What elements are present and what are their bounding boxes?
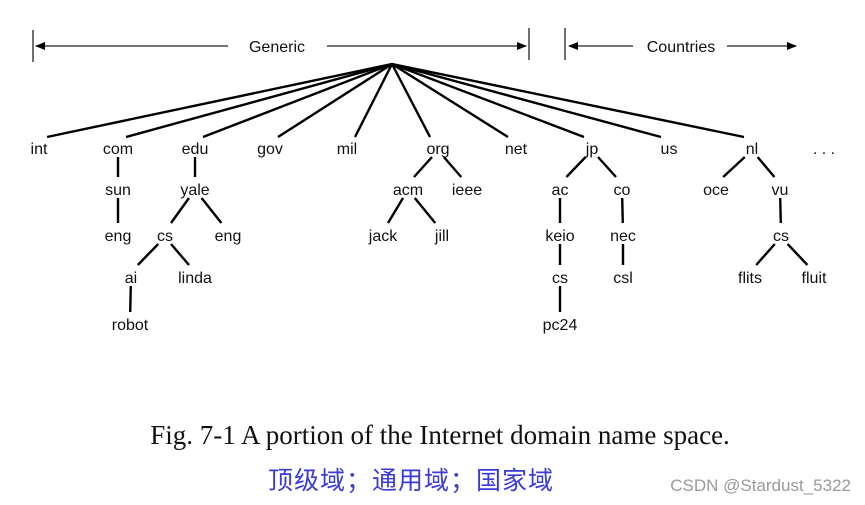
node-int: int bbox=[31, 141, 48, 158]
figure-caption: Fig. 7-1 A portion of the Internet domai… bbox=[150, 420, 730, 450]
node-linda: linda bbox=[178, 270, 212, 287]
node-jill: jill bbox=[434, 228, 449, 245]
node-pc24: pc24 bbox=[543, 317, 578, 334]
edge-co-nec bbox=[621, 197, 624, 224]
countries-label: Countries bbox=[647, 39, 715, 56]
edge-acm-jill bbox=[413, 197, 437, 224]
edge-root-jp bbox=[391, 62, 585, 139]
node-fluit: fluit bbox=[802, 270, 827, 287]
generic-range: Generic bbox=[32, 28, 530, 62]
node-acm: acm bbox=[393, 182, 423, 199]
node-nec: nec bbox=[610, 228, 636, 245]
node-more: . . . bbox=[813, 141, 835, 158]
node-yale_cs: cs bbox=[157, 228, 173, 245]
node-yale: yale bbox=[180, 182, 209, 199]
node-ai: ai bbox=[125, 270, 137, 287]
edge-ai-robot bbox=[129, 285, 132, 313]
edge-yale_cs-ai bbox=[136, 243, 160, 266]
node-jack: jack bbox=[368, 228, 398, 245]
node-sun: sun bbox=[105, 182, 131, 199]
edge-root-gov bbox=[277, 62, 393, 139]
node-vu_cs: cs bbox=[773, 228, 789, 245]
figure-caption-chinese: 顶级域；通用域；国家域 bbox=[268, 466, 555, 495]
edge-org-ieee bbox=[442, 156, 463, 178]
edge-yale-yale_eng bbox=[200, 197, 223, 224]
node-csl: csl bbox=[613, 270, 633, 287]
edge-yale_cs-linda bbox=[170, 243, 190, 266]
countries-range: Countries bbox=[564, 28, 797, 60]
node-gov: gov bbox=[257, 141, 283, 158]
node-jp: jp bbox=[585, 141, 599, 158]
edge-root-edu bbox=[202, 62, 393, 139]
tree-edges bbox=[46, 62, 809, 313]
node-oce: oce bbox=[703, 182, 729, 199]
edge-root-net bbox=[391, 62, 509, 139]
node-vu: vu bbox=[772, 182, 789, 199]
node-keio_cs: cs bbox=[552, 270, 568, 287]
edge-root-us bbox=[391, 62, 662, 139]
edge-root-com bbox=[125, 62, 393, 139]
watermark: CSDN @Stardust_5322 bbox=[670, 476, 851, 495]
edge-yale-yale_cs bbox=[170, 197, 190, 224]
edge-root-org bbox=[390, 63, 432, 138]
edge-jp-co bbox=[597, 156, 617, 178]
edge-nl-vu bbox=[756, 156, 776, 178]
tree-nodes: int com edu gov mil org net jp us nl . . . sun eng ya… bbox=[31, 141, 836, 334]
edge-jp-ac bbox=[565, 156, 587, 178]
node-com: com bbox=[103, 141, 133, 158]
node-co: co bbox=[614, 182, 631, 199]
generic-label: Generic bbox=[249, 39, 305, 56]
node-ieee: ieee bbox=[452, 182, 482, 199]
node-us: us bbox=[661, 141, 678, 158]
node-flits: flits bbox=[738, 270, 762, 287]
node-net: net bbox=[505, 141, 528, 158]
edge-vu_cs-fluit bbox=[786, 243, 809, 266]
node-ac: ac bbox=[552, 182, 569, 199]
edge-root-int bbox=[46, 62, 393, 139]
node-yale_eng: eng bbox=[215, 228, 242, 245]
edge-nl-oce bbox=[722, 156, 746, 178]
edge-acm-jack bbox=[386, 197, 405, 224]
node-robot: robot bbox=[112, 317, 149, 334]
node-org: org bbox=[426, 141, 449, 158]
edge-root-mil bbox=[353, 63, 394, 138]
node-sun_eng: eng bbox=[105, 228, 132, 245]
node-keio: keio bbox=[545, 228, 574, 245]
node-mil: mil bbox=[337, 141, 357, 158]
node-nl: nl bbox=[746, 141, 758, 158]
edge-vu_cs-flits bbox=[755, 243, 776, 266]
edge-vu-vu_cs bbox=[779, 197, 782, 224]
edge-org-acm bbox=[413, 156, 433, 178]
node-edu: edu bbox=[182, 141, 209, 158]
edge-root-nl bbox=[391, 62, 745, 139]
